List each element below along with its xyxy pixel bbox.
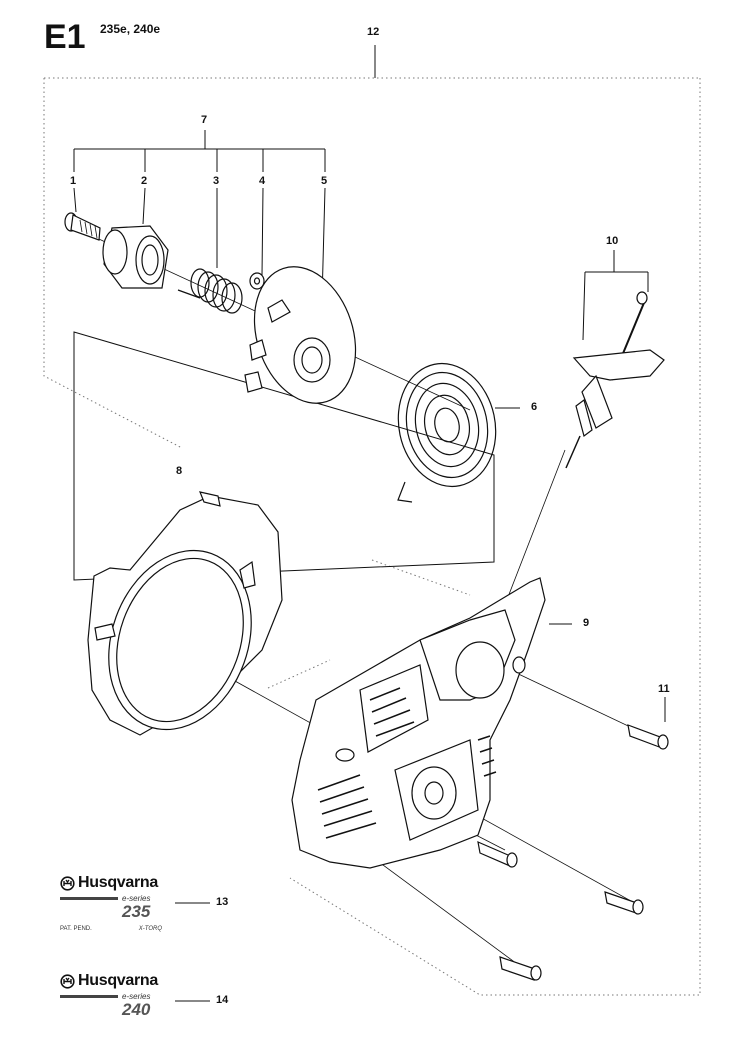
- callout-12: 12: [367, 26, 380, 38]
- xtorq-note: X-TORQ: [138, 926, 162, 932]
- series-label: e-series: [122, 992, 151, 1001]
- leader-lines: [175, 407, 666, 1002]
- callout-8: 8: [176, 465, 183, 477]
- part-11-screws: [477, 724, 669, 981]
- group-7-bracket: [73, 130, 326, 301]
- callout-13: 13: [216, 896, 229, 908]
- callout-10: 10: [606, 235, 619, 247]
- model-number: 240: [122, 1000, 151, 1019]
- part-2-pulley: [102, 225, 169, 289]
- callout-2: 2: [141, 175, 148, 187]
- part-5-disc: [244, 266, 357, 404]
- model-list: 235e, 240e: [100, 22, 161, 36]
- callout-5: 5: [321, 175, 328, 187]
- page-code: E1: [44, 18, 86, 56]
- series-label: e-series: [122, 894, 151, 903]
- group-10-bracket: [582, 250, 649, 341]
- part-3-spring: [177, 268, 243, 314]
- decal-235: Husqvarna e-series 235 PAT. PEND. X-TORQ: [60, 874, 162, 932]
- part-10-starter-handle: [565, 291, 665, 469]
- callout-11: 11: [658, 683, 670, 695]
- series-bar: [60, 897, 118, 900]
- callout-7: 7: [201, 114, 208, 126]
- part-8-cover: [87, 491, 283, 736]
- series-bar: [60, 995, 118, 998]
- part-9-starter-housing: [291, 577, 546, 869]
- callout-14: 14: [216, 994, 229, 1006]
- boundary-dots-mid: [267, 659, 331, 689]
- callout-1: 1: [70, 175, 77, 187]
- decal-240: Husqvarna e-series 240: [60, 972, 158, 1018]
- part-4-washer: [249, 272, 265, 290]
- patent-note: PAT. PEND.: [60, 926, 92, 932]
- boundary-dots-lower: [371, 559, 471, 596]
- husqvarna-crown-logo-icon: [60, 973, 75, 989]
- brand-name: Husqvarna: [78, 972, 158, 989]
- alignment-plane: [73, 331, 495, 581]
- model-number: 235: [122, 902, 151, 921]
- husqvarna-crown-logo-icon: [60, 875, 75, 891]
- part-6-spiral-spring: [397, 362, 497, 503]
- callout-9: 9: [583, 617, 590, 629]
- callout-3: 3: [213, 175, 220, 187]
- assembly-boundary: [43, 77, 701, 996]
- callout-4: 4: [259, 175, 266, 187]
- brand-name: Husqvarna: [78, 874, 158, 891]
- part-1-screw: [64, 212, 101, 241]
- callout-6: 6: [531, 401, 538, 413]
